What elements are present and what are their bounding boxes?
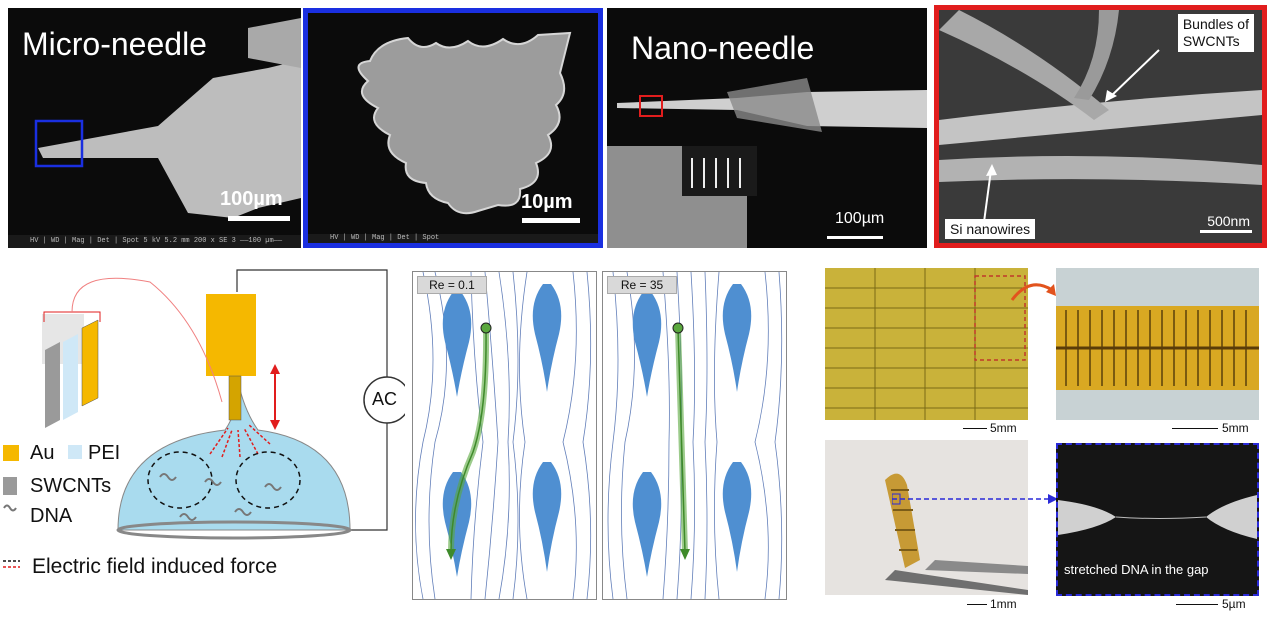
dna-gap-caption: stretched DNA in the gap: [1064, 562, 1209, 577]
microneedle-shape: [34, 18, 301, 218]
flexible-scale-bar: [967, 604, 987, 605]
red-scale-label: 500nm: [1207, 213, 1250, 229]
nanoneedle-title: Nano-needle: [631, 30, 815, 66]
curved-arrow: [1010, 283, 1056, 301]
flow-panel-re-35: Re = 35: [602, 271, 787, 600]
dna-scale-bar: [1176, 604, 1218, 605]
schematic-drawing: [3, 269, 405, 568]
microneedle-sem-image: Micro-needle 100µm HV | WD | Mag | Det |…: [8, 8, 301, 248]
flexible-device-photo: [825, 440, 1028, 595]
nanoneedle-zoom-image: Bundles of SWCNTs Si nanowires 500nm: [934, 5, 1267, 248]
legend-dna: DNA: [30, 505, 73, 527]
microneedle-zoom-image: 10µm HV | WD | Mag | Det | Spot: [303, 8, 603, 248]
electrode-array-photo: [825, 268, 1028, 420]
reynolds-label-left: Re = 0.1: [417, 276, 487, 294]
flexible-device-shape: [885, 473, 1028, 595]
flexible-scale-label: 1mm: [990, 597, 1017, 611]
annotation-arrows: [983, 49, 1160, 223]
microneedle-infobar: HV | WD | Mag | Det | Spot 5 kV 5.2 mm 2…: [8, 235, 301, 248]
electrode-fingers: [1056, 306, 1259, 390]
device-schematic: AC Au PEI SWCNTs DNA Electric field indu…: [0, 262, 405, 625]
dna-scale-label: 5µm: [1222, 597, 1246, 611]
nanoneedle-sem-image: Nano-needle 100µm: [607, 8, 927, 248]
legend-pei: PEI: [88, 442, 121, 464]
zoom-scale-label: 10µm: [521, 191, 573, 213]
ac-source-label: AC: [372, 389, 398, 409]
legend-swcnts: SWCNTs: [30, 475, 112, 497]
nanoneedle-scale-bar: [827, 236, 883, 239]
nanowire-texture: [939, 10, 1262, 185]
electrode-zoom-scale-label: 5mm: [1222, 421, 1249, 435]
dna-gap-image: stretched DNA in the gap: [1056, 443, 1259, 596]
reynolds-label-right: Re = 35: [607, 276, 677, 294]
zoom-scale-bar: [522, 218, 580, 223]
flow-panel-re-0-1: Re = 0.1: [412, 271, 597, 600]
gap-electrodes: [1058, 495, 1257, 539]
nanoneedle-scale-label: 100µm: [835, 210, 885, 227]
electrode-zoom-photo: [1056, 268, 1259, 420]
microneedle-scale-label: 100µm: [220, 188, 283, 210]
microneedle-title: Micro-needle: [22, 26, 207, 62]
si-nanowires-label: Si nanowires: [945, 219, 1036, 239]
bundles-label: Bundles of SWCNTs: [1177, 14, 1254, 52]
red-scale-bar: [1200, 230, 1252, 233]
legend-au: Au: [30, 442, 55, 464]
electrode-zoom-scale-bar: [1172, 428, 1218, 429]
electrode-grid: [825, 268, 1028, 420]
dashed-link-arrow: [892, 493, 1058, 505]
streamlines-re-0-1: [415, 272, 592, 599]
microneedle-scale-bar: [228, 216, 290, 221]
legend-force: Electric field induced force: [32, 555, 278, 578]
electrode-scale-label: 5mm: [990, 421, 1017, 435]
electrode-scale-bar: [963, 428, 987, 429]
zoom-infobar: HV | WD | Mag | Det | Spot: [308, 234, 598, 243]
streamlines-re-35: [607, 272, 783, 599]
needle-tip-shape: [357, 31, 572, 215]
nanoneedle-shape: [607, 78, 927, 248]
